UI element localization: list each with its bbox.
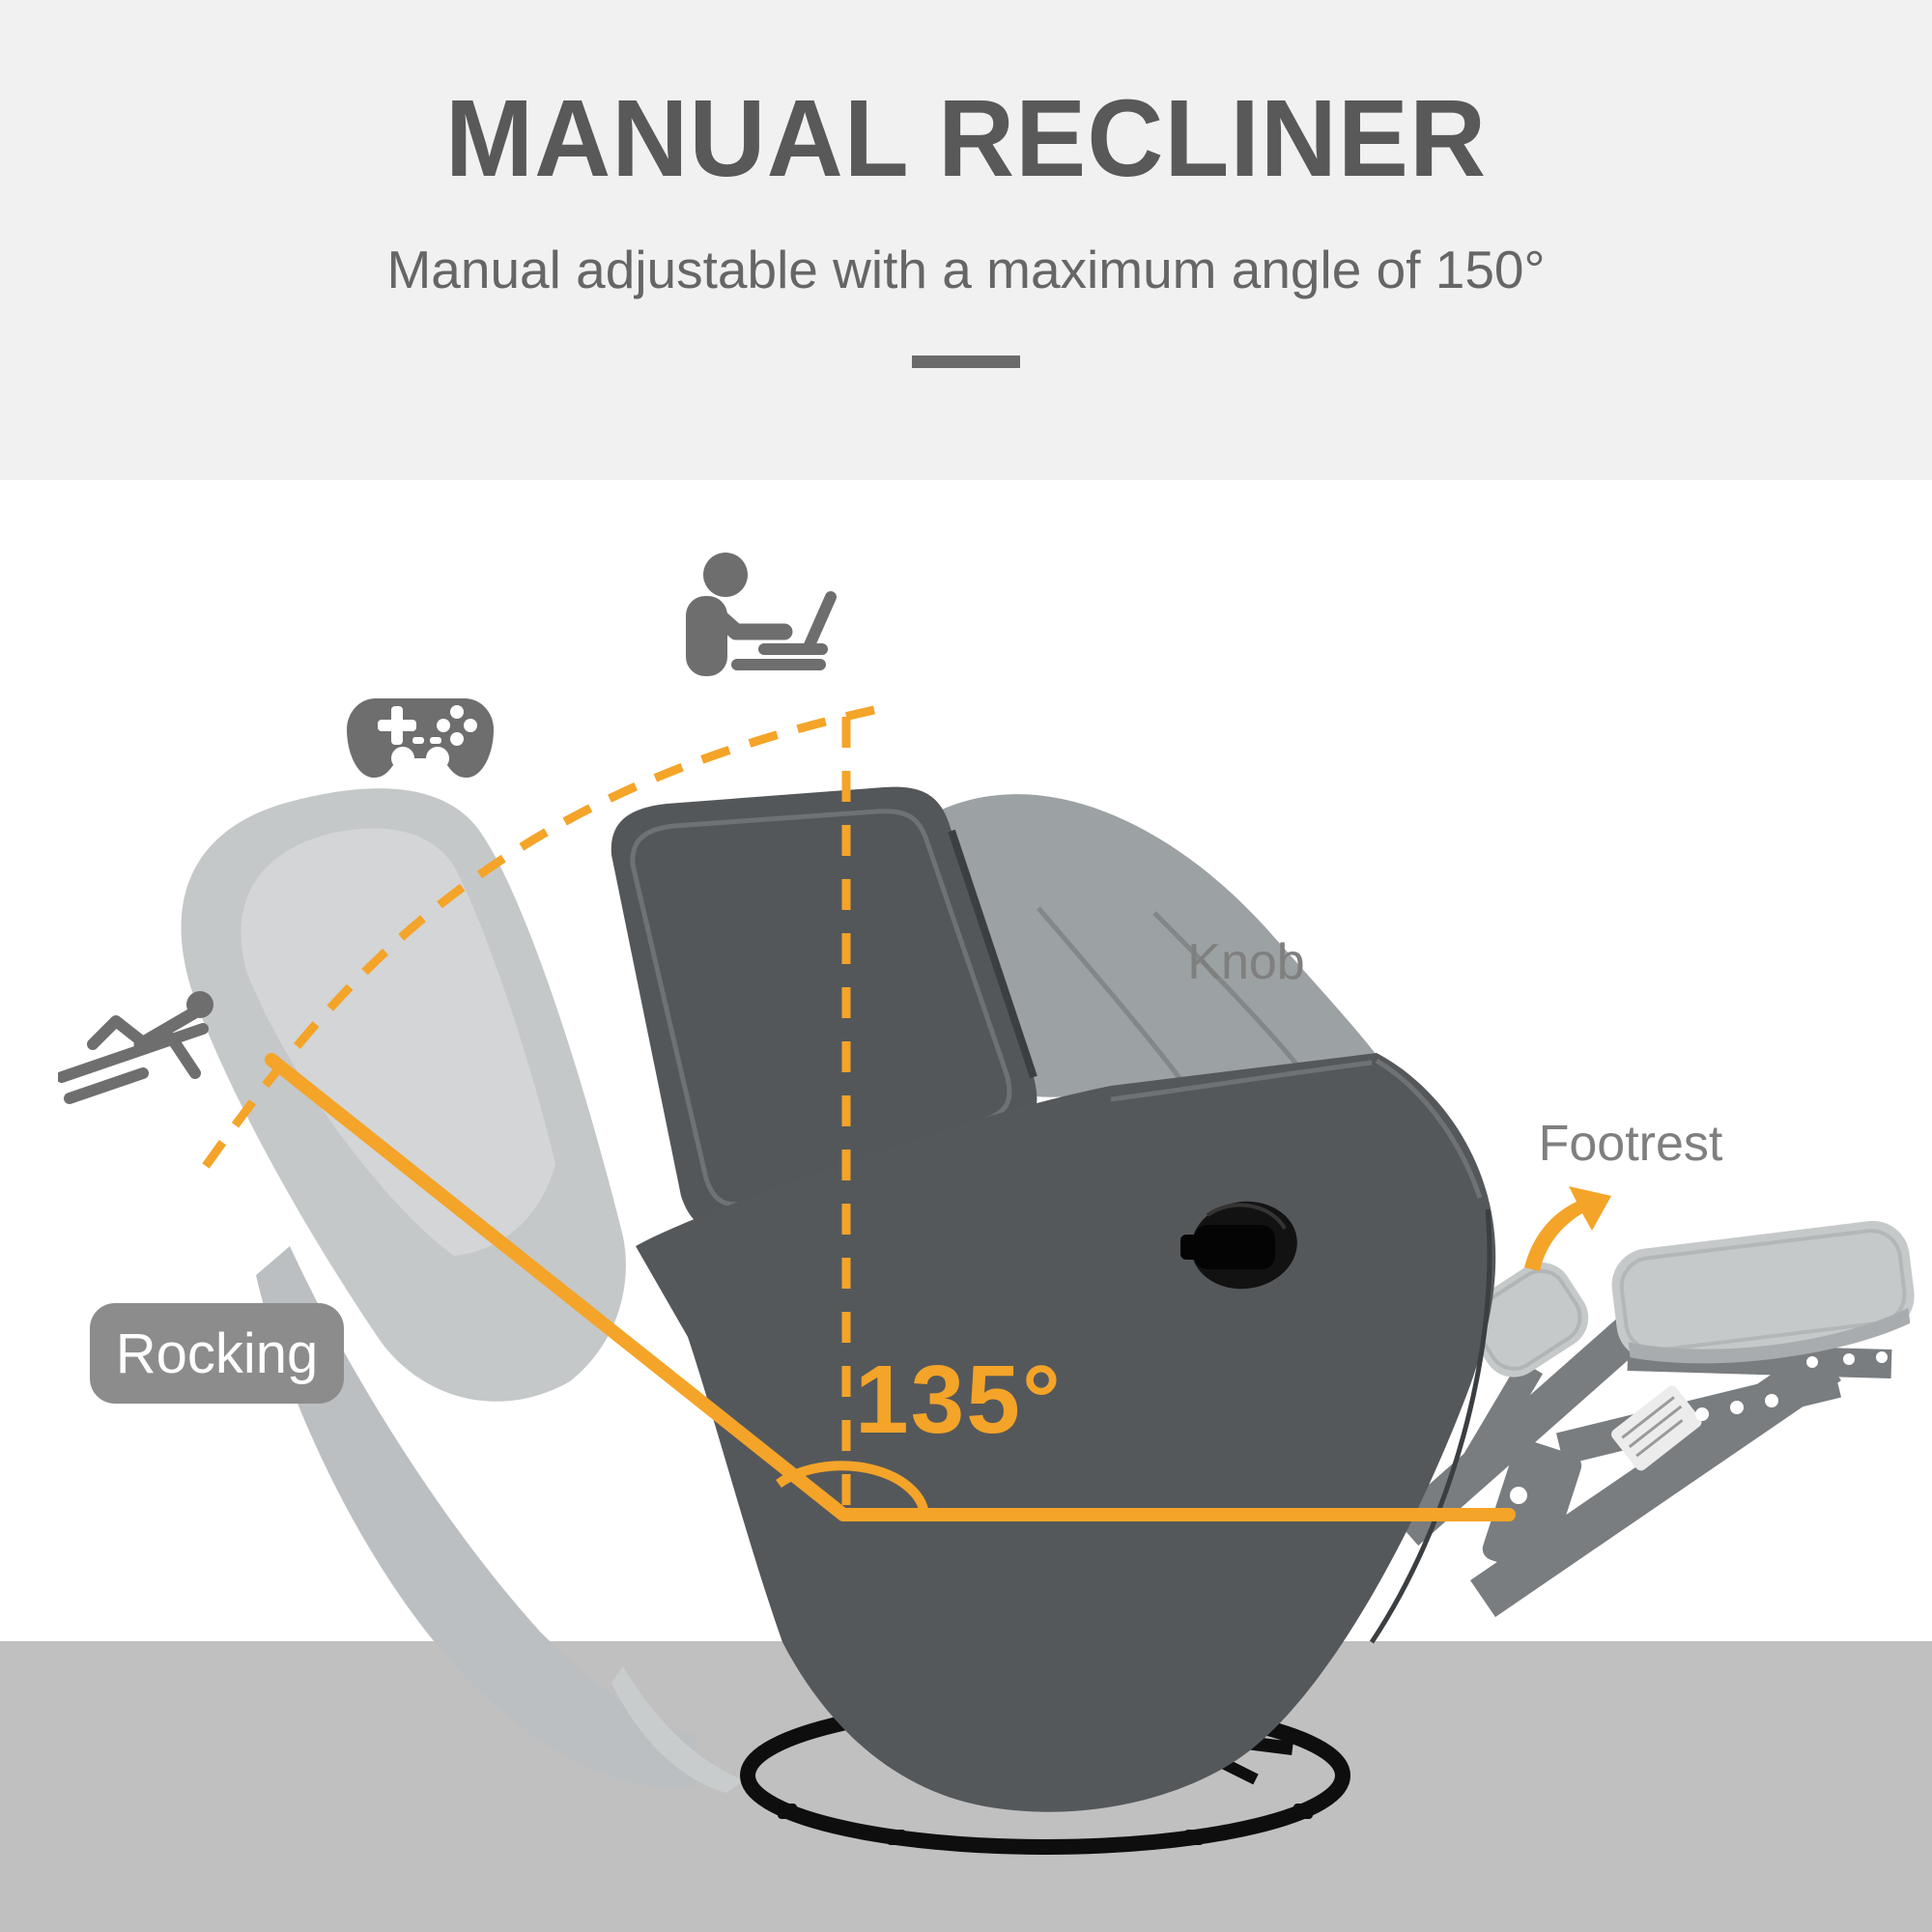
laptop-user-icon — [686, 553, 837, 676]
backrest — [611, 786, 1037, 1232]
title-divider — [912, 355, 1020, 368]
footrest-label: Footrest — [1538, 1116, 1723, 1172]
recliner-knob — [1180, 1201, 1297, 1290]
seat-cushion — [942, 794, 1387, 1097]
recline-arc-dashed — [202, 705, 875, 1169]
footrest-pad-large — [1611, 1220, 1915, 1364]
linkage-label-plate — [1611, 1385, 1702, 1471]
curved-arrow-icon — [1524, 1186, 1611, 1271]
angle-annotations — [202, 705, 1611, 1521]
footrest-mechanism — [1392, 1220, 1915, 1617]
footrest-pad-small — [1466, 1263, 1589, 1378]
gamepad-icon — [347, 698, 494, 778]
angle-arc — [776, 1461, 929, 1516]
recline-angle-value: 135° — [855, 1346, 1063, 1454]
header-band — [0, 0, 1932, 480]
page-subtitle: Manual adjustable with a maximum angle o… — [386, 240, 1546, 299]
angle-line-diagonal — [265, 1053, 850, 1521]
knob-label: Knob — [1187, 934, 1305, 990]
rocking-badge: Rocking — [90, 1303, 344, 1404]
reclining-user-icon — [58, 991, 213, 1104]
rocking-badge-label: Rocking — [115, 1321, 319, 1385]
page-title: MANUAL RECLINER — [444, 77, 1488, 199]
